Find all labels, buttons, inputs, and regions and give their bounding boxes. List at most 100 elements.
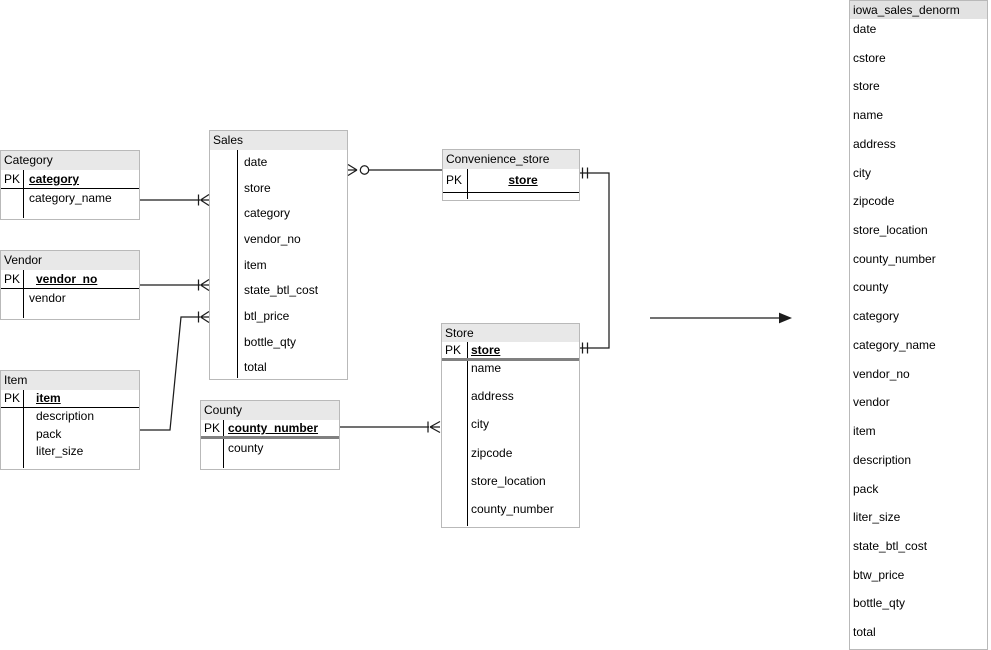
field-county_number: county_number bbox=[853, 251, 936, 266]
relationship-line bbox=[140, 316, 200, 431]
table-title-county: County bbox=[201, 401, 339, 420]
pk-row: PK store bbox=[443, 169, 579, 192]
field-city: city bbox=[853, 165, 871, 180]
pk-row: PK store bbox=[442, 342, 579, 358]
pk-separator bbox=[443, 192, 579, 193]
pk-column-divider bbox=[237, 150, 238, 378]
table-title-category: Category bbox=[1, 151, 139, 170]
pk-label: PK bbox=[4, 172, 21, 186]
pk-row: PK category bbox=[1, 170, 139, 188]
pk-field-county_number: county_number bbox=[228, 421, 319, 435]
relationship-vendor-sales[interactable] bbox=[140, 278, 210, 292]
pk-field-item: item bbox=[36, 391, 61, 405]
table-title-sales: Sales bbox=[210, 131, 347, 150]
pk-column-divider bbox=[23, 170, 24, 218]
table-title-convenience-store: Convenience_store bbox=[443, 150, 579, 169]
table-vendor[interactable]: Vendor PK vendor_no vendor bbox=[0, 250, 140, 320]
pk-row: PK county_number bbox=[201, 420, 339, 436]
field-state_btl_cost: state_btl_cost bbox=[244, 283, 319, 298]
field-total: total bbox=[244, 360, 267, 375]
field-category_name: category_name bbox=[29, 191, 112, 205]
field-list-county: county bbox=[201, 439, 339, 457]
field-vendor: vendor bbox=[853, 395, 890, 410]
field-category: category bbox=[853, 309, 900, 324]
field-address: address bbox=[853, 136, 896, 151]
field-date: date bbox=[244, 155, 268, 169]
pk-field-store: store bbox=[508, 173, 538, 187]
field-zipcode: zipcode bbox=[853, 194, 895, 209]
field-total: total bbox=[853, 625, 876, 640]
field-pack: pack bbox=[853, 481, 879, 496]
relationship-category-sales[interactable] bbox=[140, 193, 210, 207]
pk-field-category: category bbox=[29, 172, 80, 186]
field-zipcode: zipcode bbox=[471, 445, 513, 460]
pk-column-divider bbox=[223, 420, 224, 468]
field-btw_price: btw_price bbox=[853, 567, 905, 582]
field-pack: pack bbox=[36, 426, 62, 441]
one-and-only-one-ticks-icon bbox=[581, 342, 589, 354]
pk-column-divider bbox=[23, 390, 24, 468]
field-description: description bbox=[853, 452, 912, 467]
pk-row: PK item bbox=[1, 390, 139, 407]
field-state_btl_cost: state_btl_cost bbox=[853, 538, 928, 553]
field-county: county bbox=[228, 441, 264, 455]
pk-separator bbox=[1, 407, 139, 408]
crows-foot-many-icon bbox=[200, 193, 210, 207]
pk-label: PK bbox=[4, 391, 21, 405]
pk-row: PK vendor_no bbox=[1, 270, 139, 288]
pk-label: PK bbox=[204, 421, 221, 435]
field-county: county bbox=[853, 280, 889, 295]
field-vendor_no: vendor_no bbox=[244, 231, 301, 246]
field-bottle_qty: bottle_qty bbox=[853, 596, 906, 611]
arrowhead-icon bbox=[779, 312, 792, 324]
field-cstore: cstore bbox=[853, 50, 886, 65]
field-store_location: store_location bbox=[471, 473, 546, 488]
field-category_name: category_name bbox=[853, 337, 936, 352]
field-category: category bbox=[244, 206, 291, 221]
relationship-item-sales[interactable] bbox=[140, 310, 210, 431]
table-title-item: Item bbox=[1, 371, 139, 390]
pk-field-store: store bbox=[471, 343, 501, 357]
crows-foot-many-icon bbox=[347, 163, 358, 177]
field-store_location: store_location bbox=[853, 223, 928, 238]
pk-field-vendor_no: vendor_no bbox=[36, 272, 98, 286]
pk-column-divider bbox=[23, 270, 24, 318]
pk-column-divider bbox=[467, 169, 468, 199]
table-title-vendor: Vendor bbox=[1, 251, 139, 270]
relationship-sales-convenience-store[interactable] bbox=[347, 163, 442, 177]
field-item: item bbox=[853, 424, 876, 439]
table-convenience-store[interactable]: Convenience_store PK store bbox=[442, 149, 580, 201]
field-store: store bbox=[853, 79, 880, 94]
field-vendor_no: vendor_no bbox=[853, 366, 910, 381]
field-list-category: category_name bbox=[1, 189, 139, 207]
crows-foot-many-icon bbox=[200, 278, 210, 292]
table-category[interactable]: Category PK category category_name bbox=[0, 150, 140, 220]
table-county[interactable]: County PK county_number county bbox=[200, 400, 340, 470]
field-list-vendor: vendor bbox=[1, 289, 139, 307]
relationship-convenience-store-store[interactable] bbox=[580, 167, 610, 354]
relationship-line bbox=[580, 172, 610, 349]
pk-separator bbox=[442, 358, 579, 361]
pk-separator bbox=[201, 436, 339, 439]
one-and-only-one-ticks-icon bbox=[581, 167, 589, 179]
field-liter_size: liter_size bbox=[36, 444, 84, 458]
field-county_number: county_number bbox=[471, 501, 554, 516]
field-date: date bbox=[853, 22, 877, 36]
field-address: address bbox=[471, 389, 514, 404]
field-bottle_qty: bottle_qty bbox=[244, 334, 297, 349]
flow-arrow-to-denorm[interactable] bbox=[650, 312, 792, 324]
pk-label: PK bbox=[446, 173, 463, 187]
field-city: city bbox=[471, 417, 489, 432]
crows-foot-many-icon bbox=[200, 310, 210, 324]
field-liter_size: liter_size bbox=[853, 510, 901, 525]
relationship-county-store[interactable] bbox=[340, 420, 441, 434]
